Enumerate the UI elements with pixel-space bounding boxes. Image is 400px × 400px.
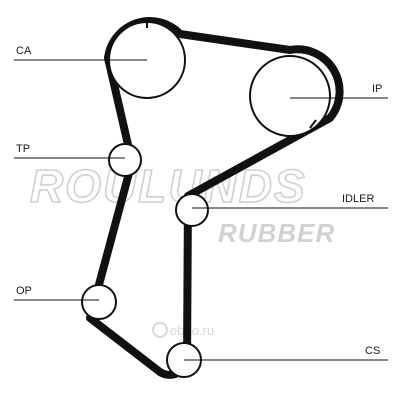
pulley-op — [81, 284, 117, 320]
label-ip: IP — [372, 83, 382, 95]
pulley-tp — [108, 143, 142, 177]
watermark-brand-sub: RUBBER — [218, 218, 335, 248]
pulley-ip — [249, 55, 331, 137]
watermark: ROULUNDS RUBBER oboo.ru — [29, 159, 335, 338]
label-tp: TP — [16, 143, 30, 155]
label-op: OP — [16, 285, 32, 297]
watermark-site: oboo.ru — [152, 322, 214, 338]
watermark-brand: ROULUNDS — [30, 160, 307, 212]
svg-text:oboo.ru: oboo.ru — [170, 323, 214, 338]
leader-lines — [14, 59, 388, 361]
pulley-idler — [175, 193, 209, 227]
pulley-ca — [108, 20, 186, 99]
label-idler: IDLER — [342, 193, 374, 205]
label-cs: CS — [365, 345, 380, 357]
label-ca: CA — [16, 45, 32, 57]
